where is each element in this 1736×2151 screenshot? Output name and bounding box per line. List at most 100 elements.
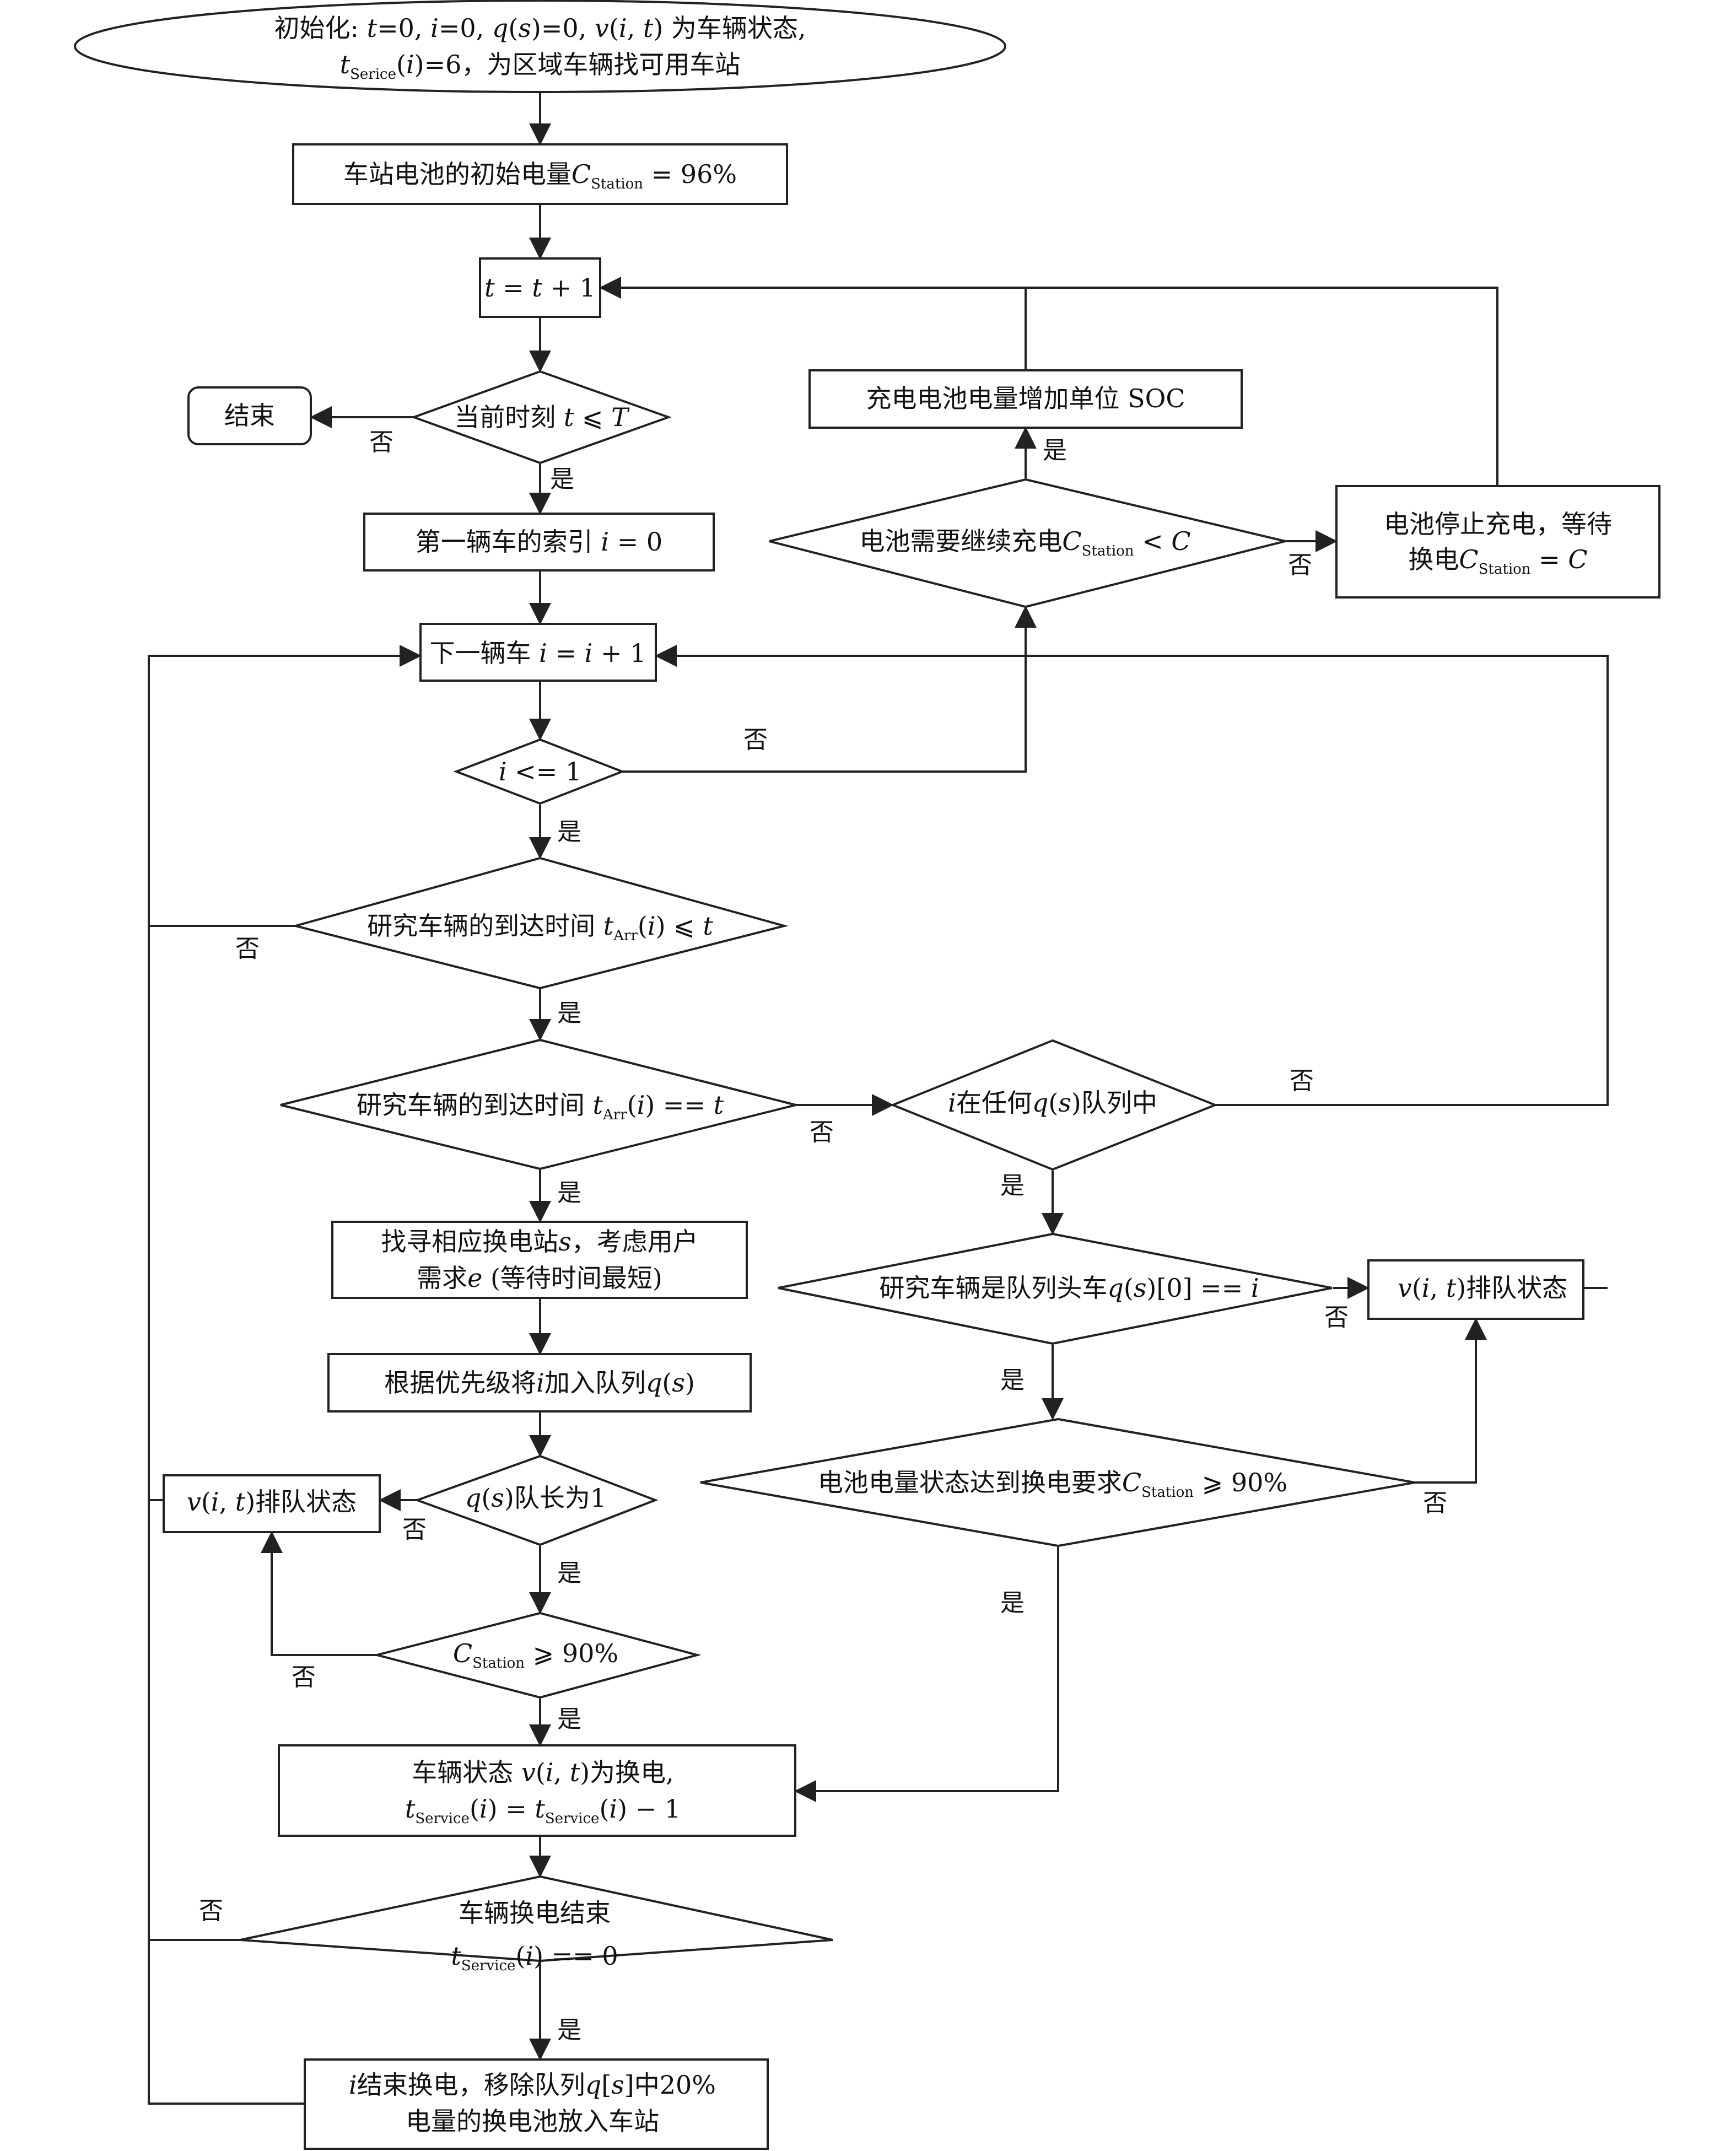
text-run: i	[546, 1758, 554, 1787]
text-run: ) ==	[645, 1090, 713, 1120]
text-run: i	[349, 2070, 357, 2100]
edge-stop-charge-to-time-step	[1026, 287, 1498, 485]
text-run: i	[619, 13, 627, 43]
text-run: 找寻相应换电站	[381, 1227, 558, 1257]
subscript: Arr	[602, 1107, 627, 1123]
text-run: C	[1459, 545, 1478, 574]
text-run: t	[484, 273, 495, 303]
charge-add-node-shape	[808, 369, 1243, 429]
node-text-line: 电量的换电池放入车站	[406, 2106, 659, 2136]
cstation-check-node-shape	[373, 1611, 702, 1699]
text-run: 第一辆车的索引	[416, 527, 601, 557]
node-text-line: CStation​ ⩾ 90%	[453, 1638, 618, 1672]
node-text-line: 找寻相应换电站s，考虑用户	[381, 1227, 698, 1257]
label-done-no: 否	[199, 1897, 223, 1925]
text-run: q	[1032, 1088, 1048, 1118]
text-run: 车站电池的初始电量	[343, 159, 572, 189]
nodes: 初始化: t=0, i=0, q(s)=0, v(i, t) 为车辆状态,tSe…	[74, 0, 1660, 2150]
label-soc-no: 否	[1423, 1489, 1447, 1517]
time-step-node-text: t = t + 1	[484, 273, 596, 303]
text-run: 车辆状态	[412, 1758, 521, 1787]
need-charge-node-shape	[769, 478, 1286, 608]
text-run: ，考虑用户	[572, 1227, 698, 1257]
edge-cstation-no-to-queue-state	[261, 1531, 377, 1656]
queue-head-node-text: 研究车辆是队列头车q(s)[0] == i	[879, 1273, 1259, 1303]
text-run: t	[570, 1758, 580, 1787]
label-time-yes: 是	[550, 465, 574, 493]
label-arrle-no: 否	[235, 935, 260, 963]
node-text-line: 研究车辆的到达时间 tArr​(i) == t	[357, 1090, 724, 1123]
text-run: 电池电量状态达到换电要求	[818, 1468, 1122, 1497]
text-run: i	[601, 527, 609, 557]
node-text-line: v(i, t)排队状态	[1398, 1273, 1567, 1303]
text-run: )排队状态	[245, 1487, 357, 1517]
queue-len-node-shape	[414, 1454, 659, 1546]
text-run: (	[470, 1794, 479, 1824]
label-head-yes: 是	[1000, 1366, 1025, 1394]
text-run: i	[585, 638, 593, 668]
arrival-le-node-shape	[291, 856, 789, 990]
text-run: t	[703, 911, 713, 941]
text-run: s	[558, 1227, 572, 1257]
node-text-line: 充电电池电量增加单位 SOC	[866, 384, 1185, 413]
edge-in-queue-no-to-next-vehicle	[655, 645, 1609, 1106]
queue-state-right-node-text: v(i, t)排队状态	[1398, 1273, 1567, 1303]
i-check-node-shape	[453, 738, 626, 805]
arrival-le-node-text: 研究车辆的到达时间 tArr​(i) ⩽ t	[367, 911, 713, 944]
time-check-node-text: 当前时刻 t ⩽ T	[454, 402, 630, 432]
node-text-line: 电池电量状态达到换电要求CStation​ ⩾ 90%	[818, 1468, 1287, 1501]
label-time-no: 否	[369, 428, 393, 456]
text-run: )为换电,	[580, 1758, 674, 1787]
time-check-node-shape	[411, 370, 672, 465]
node-text-line: 需求e (等待时间最短)	[417, 1263, 662, 1293]
text-run: 电量的换电池放入车站	[406, 2106, 659, 2136]
queue-state-left-node-text: v(i, t)排队状态	[187, 1487, 357, 1517]
init-node-text: 初始化: t=0, i=0, q(s)=0, v(i, t) 为车辆状态,tSe…	[274, 13, 806, 83]
edge-finish-swap-to-loop	[148, 926, 304, 2105]
node-text-line: tSerice​(i)=6，为区域车辆找可用车站	[340, 50, 741, 83]
text-run: i	[648, 911, 656, 941]
battery-soc-node-text: 电池电量状态达到换电要求CStation​ ⩾ 90%	[818, 1468, 1287, 1501]
first-vehicle-node-shape	[363, 513, 715, 572]
text-run: v	[1398, 1273, 1412, 1303]
text-run: )[0] ==	[1146, 1273, 1250, 1303]
text-run: (等待时间最短)	[482, 1263, 662, 1293]
node-text-line: 当前时刻 t ⩽ T	[454, 402, 630, 432]
text-run: t	[451, 1941, 461, 1971]
find-station-node-text: 找寻相应换电站s，考虑用户需求e (等待时间最短)	[381, 1227, 698, 1293]
label-inq-no: 否	[1290, 1067, 1314, 1095]
battery-soc-node-shape	[700, 1417, 1415, 1548]
label-need-no: 否	[1288, 551, 1312, 579]
text-run: 充电电池电量增加单位 SOC	[866, 384, 1185, 413]
text-run: )	[685, 1368, 695, 1398]
cstation-check-node-text: CStation​ ⩾ 90%	[453, 1638, 618, 1672]
text-run: 研究车辆的到达时间	[367, 911, 603, 941]
find-station-node-shape	[331, 1221, 748, 1299]
node-text-line: q(s)队长为1	[465, 1483, 606, 1513]
node-text-line: 根据优先级将i加入队列q(s)	[384, 1368, 695, 1398]
text-run: C	[1122, 1468, 1141, 1497]
text-run: t	[340, 50, 351, 79]
text-run: 在任何	[956, 1088, 1032, 1118]
label-done-yes: 是	[557, 2016, 581, 2044]
text-run: (	[481, 1483, 491, 1513]
text-run: ) ⩽	[656, 911, 703, 941]
text-run: 研究车辆是队列头车	[879, 1273, 1107, 1303]
charge-add-node-text: 充电电池电量增加单位 SOC	[866, 384, 1185, 413]
node-text-line: 研究车辆是队列头车q(s)[0] == i	[879, 1273, 1259, 1303]
text-run: v	[595, 13, 609, 43]
text-run: )排队状态	[1456, 1273, 1567, 1303]
station-init-node-shape	[292, 143, 788, 205]
time-step-node-shape	[479, 257, 601, 318]
text-run: i	[406, 50, 414, 79]
text-run: (	[1412, 1273, 1422, 1303]
subscript: Station	[1082, 543, 1134, 559]
text-run: (	[201, 1487, 211, 1517]
text-run: 加入队列	[544, 1368, 646, 1398]
in-queue-node-shape	[889, 1039, 1219, 1171]
text-run: )队长为1	[504, 1483, 606, 1513]
text-run: = 0	[609, 527, 662, 557]
text-run: i	[479, 1794, 488, 1824]
queue-state-left-node-shape	[163, 1474, 381, 1533]
